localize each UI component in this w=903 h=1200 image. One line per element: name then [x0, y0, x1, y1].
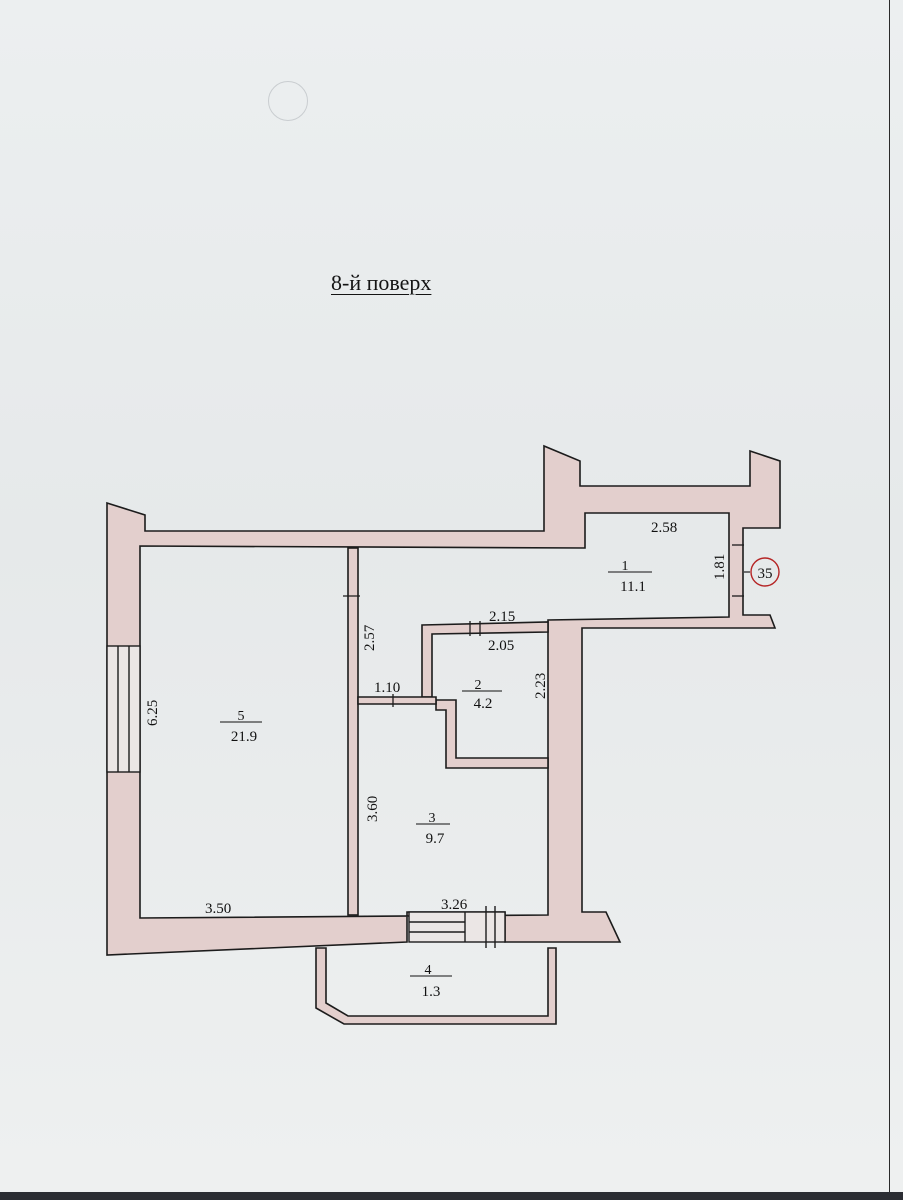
- floor-title: 8-й поверх: [331, 270, 432, 295]
- room-1-area: 11.1: [620, 579, 646, 595]
- dim-2-57: 2.57: [362, 624, 378, 651]
- apartment-number-marker: 35: [744, 557, 780, 587]
- room-3-number: 3: [429, 811, 436, 826]
- room-3-area: 9.7: [426, 831, 445, 847]
- partition-room5: [347, 547, 359, 916]
- dim-6-25: 6.25: [145, 700, 161, 726]
- room-4-number: 4: [425, 963, 432, 978]
- dimension-labels: 2.58 2.15 2.05 1.10 3.50 3.26 1.81 2.23 …: [145, 520, 728, 917]
- door-marks: [343, 544, 744, 707]
- room-5-number: 5: [238, 709, 245, 724]
- dim-2-15: 2.15: [489, 609, 515, 625]
- dim-1-81: 1.81: [712, 554, 728, 580]
- faint-stamp-circle: [268, 81, 308, 121]
- room-2-number: 2: [475, 678, 482, 693]
- dim-3-60: 3.60: [365, 796, 381, 822]
- room-2-area: 4.2: [474, 696, 493, 712]
- dim-2-05: 2.05: [488, 638, 514, 654]
- balcony-wall: [315, 947, 557, 1025]
- page-edge-line: [889, 0, 890, 1192]
- room-4-area: 1.3: [422, 984, 441, 1000]
- walls: [106, 444, 781, 1025]
- partition-room2-bottom: [435, 699, 549, 769]
- dim-3-50: 3.50: [205, 901, 231, 917]
- balcony-door: [408, 906, 506, 948]
- bottom-strip: [0, 1192, 903, 1200]
- room-labels: 1 11.1 2 4.2 3 9.7 4 1.3 5 21.9: [220, 559, 652, 1000]
- dim-2-58: 2.58: [651, 520, 677, 536]
- dim-3-26: 3.26: [441, 897, 468, 913]
- partition-room2-top: [421, 621, 549, 698]
- partition-room3-top: [357, 696, 437, 705]
- room-5-area: 21.9: [231, 729, 257, 745]
- dim-2-23: 2.23: [533, 673, 549, 699]
- dim-1-10: 1.10: [374, 680, 400, 696]
- apartment-number: 35: [758, 566, 773, 582]
- window-left: [106, 645, 141, 773]
- room-1-number: 1: [622, 559, 629, 574]
